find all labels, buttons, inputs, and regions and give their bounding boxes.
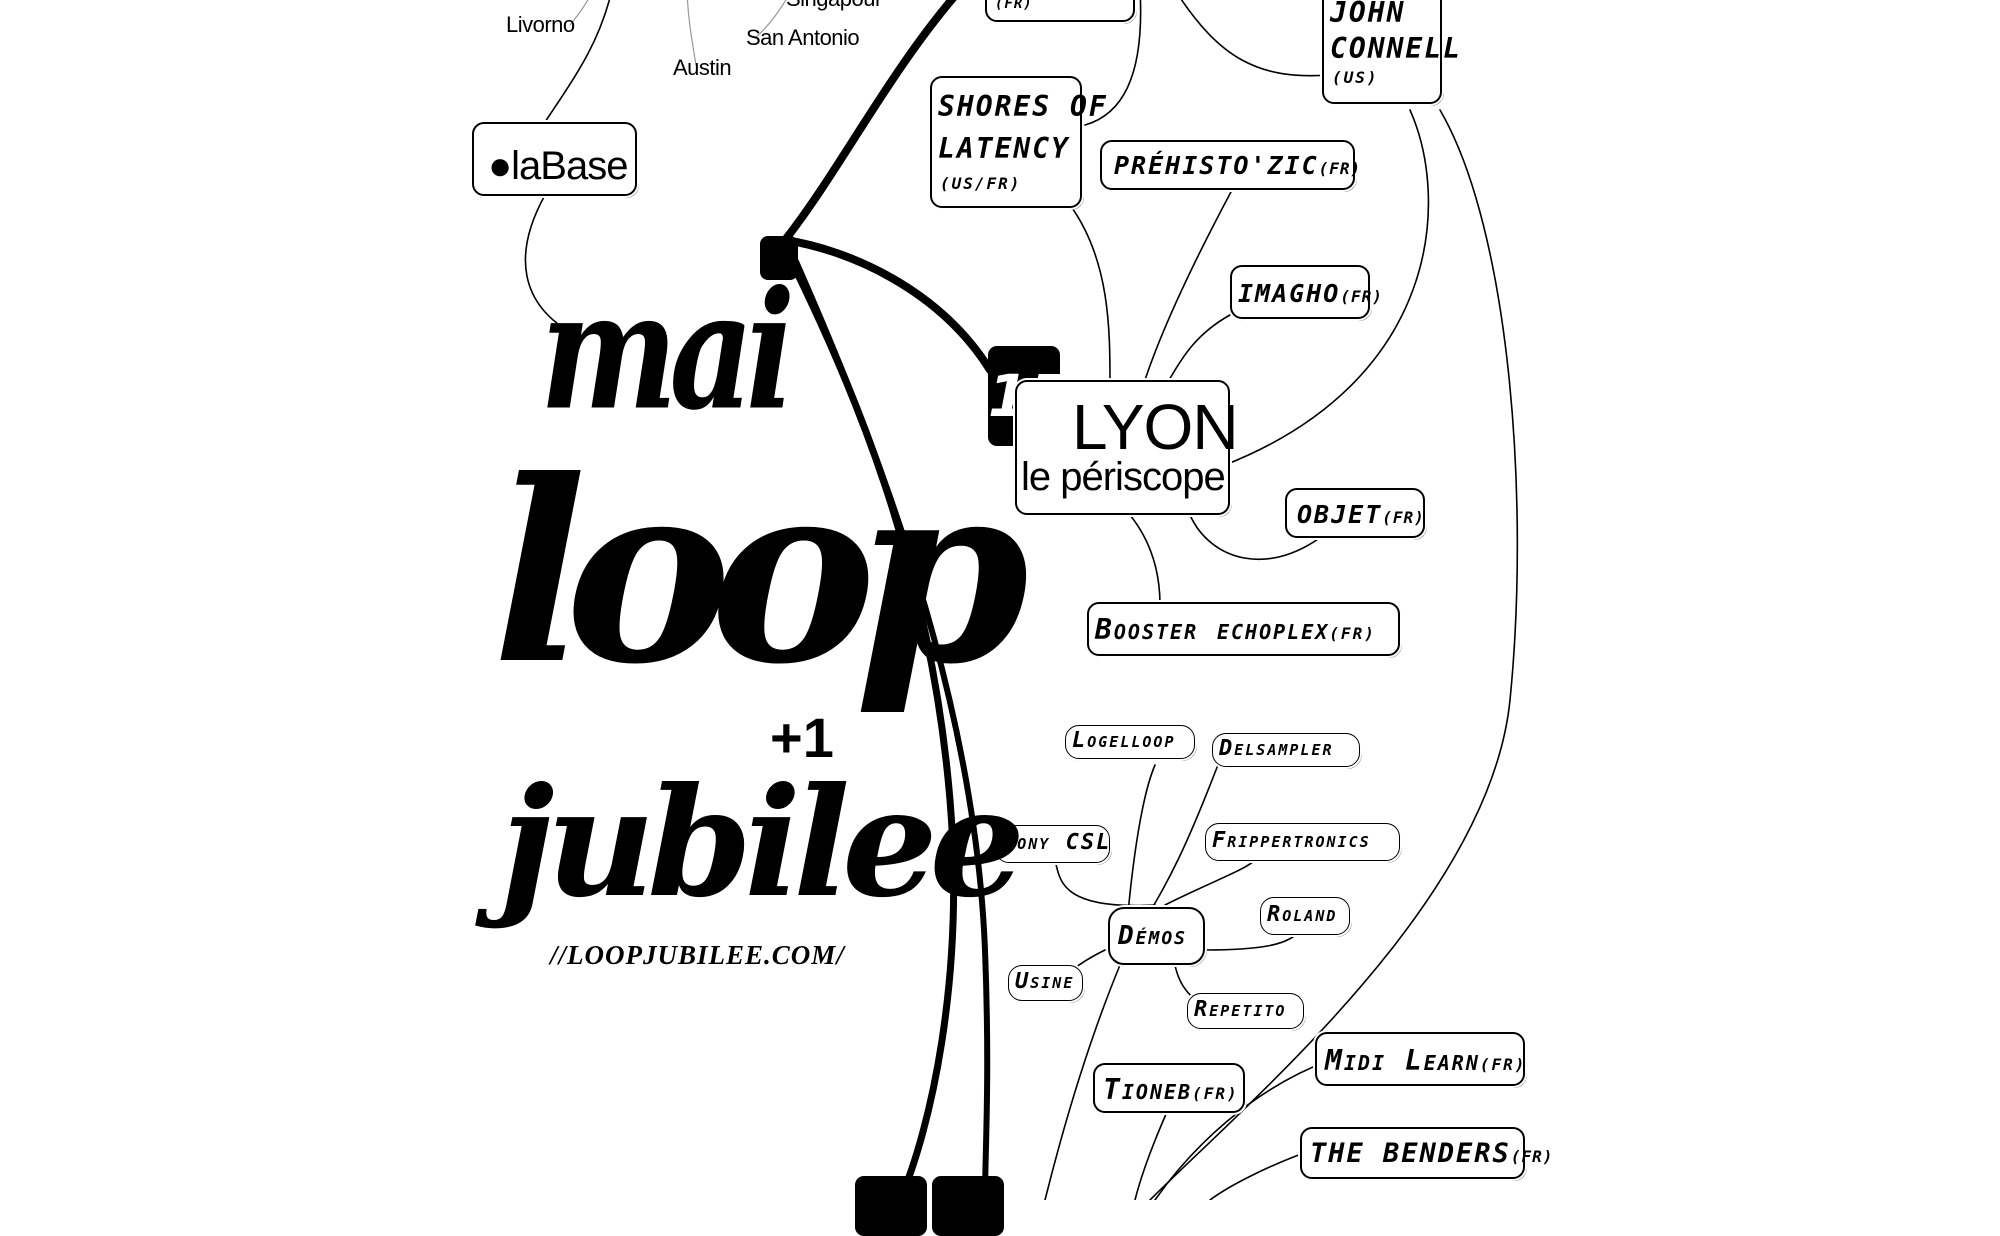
demo-item-label: Repetito xyxy=(1194,997,1287,1022)
demo-item-label: Delsampler xyxy=(1219,736,1334,761)
artist-origin: (FR) xyxy=(1382,508,1425,527)
dot-icon: ● xyxy=(488,144,512,188)
artist-name-line2: CONNELL xyxy=(1330,32,1463,65)
labase-label: laBase xyxy=(511,144,628,188)
artist-origin: (US) xyxy=(1332,68,1379,87)
logo-edition: +1 xyxy=(770,706,834,769)
demo-item-label: Sony CSL xyxy=(1002,830,1112,855)
artist-origin: (FR) xyxy=(1510,1147,1554,1166)
artist-name: THE BENDERS xyxy=(1310,1138,1511,1169)
demo-item-repetito: Repetito xyxy=(1187,993,1304,1029)
demo-hub-label: Démos xyxy=(1118,921,1188,951)
artist-name: Booster echoplex xyxy=(1095,613,1330,646)
demo-item-label: Frippertronics xyxy=(1212,828,1371,853)
artist-origin: (FR) xyxy=(1340,287,1383,306)
logo-month: mai xyxy=(540,255,795,447)
artist-booster-echoplex: Booster echoplex(FR) xyxy=(1087,602,1400,656)
artist-name-line1: JOHN xyxy=(1330,0,1406,29)
city-livorno: Livorno xyxy=(506,12,575,37)
artist-origin: (FR) xyxy=(1479,1055,1527,1074)
artist-shores-of-latency: SHORES OF LATENCY (US/FR) xyxy=(930,76,1106,208)
artist-tioneb: Tioneb(FR) xyxy=(1093,1063,1245,1113)
logo-subtitle: jubilee xyxy=(500,755,1025,931)
artist-name-line1: SHORES OF xyxy=(938,90,1108,123)
event-venue-box: LYON le périscope xyxy=(1015,380,1239,515)
artist-box-partial: (FR) xyxy=(985,0,1135,22)
city-singapour: Singapour xyxy=(786,0,882,12)
artist-origin: (US/FR) xyxy=(940,174,1022,193)
artist-origin: (FR) xyxy=(1329,624,1376,643)
artist-midi-learn: Midi Learn(FR) xyxy=(1315,1032,1525,1086)
event-venue: le périscope xyxy=(1021,455,1226,499)
demo-item-logelloop: Logelloop xyxy=(1065,725,1195,759)
city-san-antonio: San Antonio xyxy=(746,25,860,50)
demo-item-frippertronics: Frippertronics xyxy=(1205,823,1400,861)
event-date-badge-partial xyxy=(855,1176,927,1236)
artist-name-line2: LATENCY xyxy=(938,132,1071,165)
artist-origin: (FR) xyxy=(1318,159,1362,178)
artist-name: IMAGHO xyxy=(1238,279,1341,308)
artist-imagho: IMAGHO(FR) xyxy=(1230,265,1382,319)
artist-prehistozic: PRÉHISTO'ZIC(FR) xyxy=(1100,140,1360,190)
artist-origin: (FR) xyxy=(1192,1084,1239,1103)
demo-item-delsampler: Delsampler xyxy=(1212,733,1360,767)
demo-item-label: Usine xyxy=(1015,969,1075,994)
artist-name: Tioneb xyxy=(1103,1073,1193,1106)
demo-item-label: Roland xyxy=(1267,902,1338,927)
labase-logo: ●laBase xyxy=(472,122,637,196)
demo-item-sony-csl: Sony CSL xyxy=(995,825,1110,863)
artist-john-connell: JOHN CONNELL (US) xyxy=(1322,0,1460,104)
artist-name: OBJET xyxy=(1297,500,1383,529)
demo-item-label: Logelloop xyxy=(1072,728,1176,753)
artist-name: PRÉHISTO'ZIC xyxy=(1114,151,1319,180)
demo-item-usine: Usine xyxy=(1008,965,1083,1001)
artist-the-benders: THE BENDERS(FR) xyxy=(1300,1127,1552,1179)
loop-jubilee-poster: Livorno Austin San Antonio Singapour ●la… xyxy=(472,0,1552,1236)
logo-title: loop xyxy=(492,425,1029,719)
demo-item-roland: Roland xyxy=(1260,897,1350,935)
city-austin: Austin xyxy=(673,55,732,80)
event-city: LYON xyxy=(1072,391,1239,463)
artist-objet: OBJET(FR) xyxy=(1285,488,1425,538)
artist-name: Midi Learn xyxy=(1325,1044,1480,1077)
demo-hub: Démos xyxy=(1108,907,1205,965)
artist-origin-partial: (FR) xyxy=(995,0,1033,12)
event-date-badge-partial xyxy=(932,1176,1004,1236)
festival-url: //LOOPJUBILEE.COM/ xyxy=(550,940,845,970)
